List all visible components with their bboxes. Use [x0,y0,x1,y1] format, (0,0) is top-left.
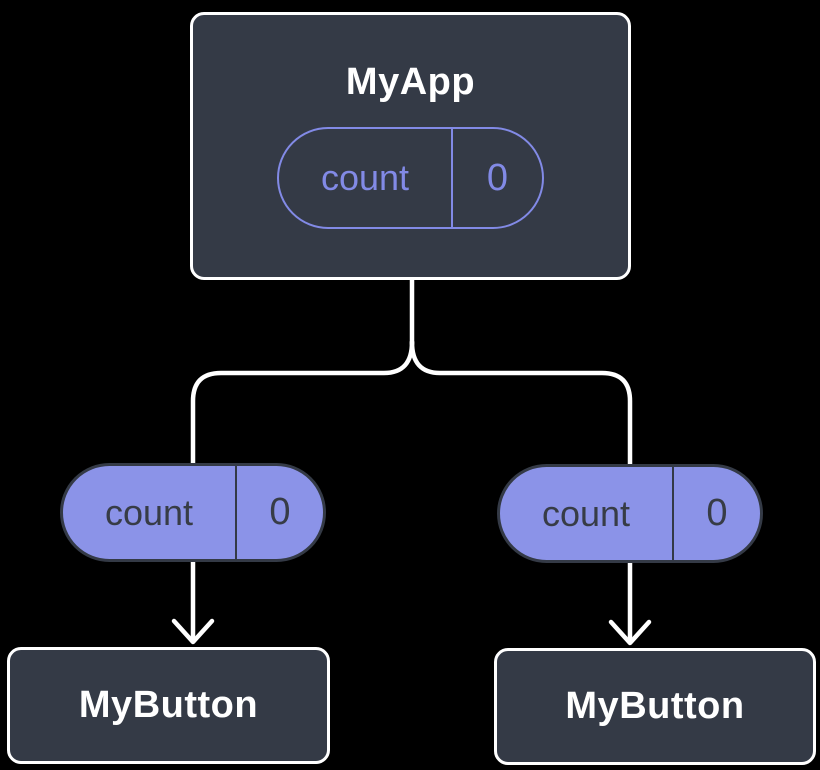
child-prop-name-left: count [63,466,237,559]
root-state-value: 0 [486,156,509,199]
root-component-title: MyApp [345,61,476,103]
tree-branch-right-connector [409,339,633,469]
child-component-title-right: MyButton [565,685,745,727]
child-prop-pill-right: count 0 [497,464,763,563]
root-component-box: MyApp count 0 [190,12,631,280]
root-state-name: count [279,129,453,227]
child-prop-value-right: 0 [706,492,728,534]
child-prop-pill-left: count 0 [60,463,326,562]
child-component-box-left: MyButton [7,647,330,764]
tree-branch-left-connector [190,339,415,469]
arrow-left-head-icon [171,618,215,645]
arrow-right-head-icon [608,619,652,646]
root-state-pill: count 0 [277,127,544,229]
child-prop-value-left: 0 [269,491,291,533]
child-prop-name-right: count [500,467,674,560]
child-component-box-right: MyButton [494,648,816,765]
child-component-title-left: MyButton [78,684,259,726]
